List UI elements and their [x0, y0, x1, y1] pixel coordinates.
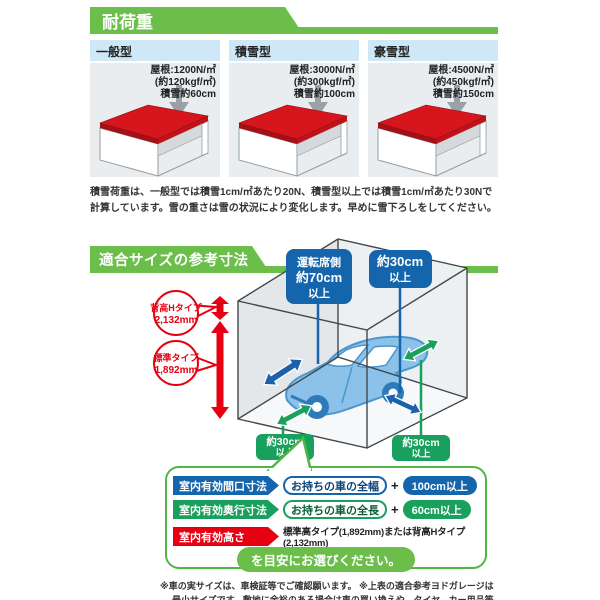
- size-section-title: 適合サイズの参考寸法: [90, 246, 270, 273]
- roof: [377, 104, 487, 140]
- table-row-depth: 室内有効奥行寸法 お持ちの車の全長 + 60cm以上: [173, 500, 479, 519]
- car-width-pill: お持ちの車の全幅: [283, 476, 387, 495]
- width-margin-pill: 100cm以上: [402, 476, 477, 495]
- svg-text:約30cm: 約30cm: [377, 254, 423, 269]
- car-illustration: [285, 335, 429, 419]
- tall-height-bubble: 背高Hタイプ 2,132mm: [150, 290, 220, 336]
- selection-guide-bubble: 室内有効間口寸法 お持ちの車の全幅 + 100cm以上 室内有効奥行寸法 お持ち…: [165, 436, 487, 572]
- column-header: 一般型: [90, 40, 220, 61]
- svg-text:約30cm: 約30cm: [402, 436, 439, 449]
- bottom-right-badge: 約30cm 以上: [392, 435, 450, 461]
- down-arrow-icon: [308, 85, 328, 117]
- standard-height-bubble: 標準タイプ 1,892mm: [153, 340, 220, 386]
- size-section: 適合サイズの参考寸法: [90, 223, 498, 466]
- garage-diagram: 運転席側 約70cm 以上 約30cm 以上 約30cm 以上 約3: [150, 238, 468, 461]
- svg-text:標準タイプ: 標準タイプ: [153, 352, 199, 363]
- load-section-banner: 耐荷重: [90, 7, 498, 34]
- depth-arrow-icon: [402, 338, 440, 362]
- load-type-column-heavy-snow: 豪雪型 屋根:4500N: [368, 40, 498, 177]
- column-panel: 屋根:4500N/㎡(約450kgf/㎡)積雪約150cm: [368, 63, 498, 177]
- column-panel: 屋根:1200N/㎡(約120kgf/㎡)積雪約60cm: [90, 63, 220, 177]
- plus-sign: +: [391, 502, 399, 517]
- row-label: 室内有効高さ: [173, 527, 279, 546]
- roof: [238, 104, 348, 140]
- tall-height-arrow-icon: [211, 296, 229, 320]
- snow-load-note: 積雪荷重は、一般型では積雪1cm/㎡あたり20N、積雪型以上では積雪1cm/㎡あ…: [90, 187, 497, 214]
- row-label: 室内有効間口寸法: [173, 476, 279, 495]
- shed-illustration: [377, 85, 487, 177]
- row-label: 室内有効奥行寸法: [173, 500, 279, 519]
- svg-text:1,892mm: 1,892mm: [155, 365, 198, 376]
- table-row-width: 室内有効間口寸法 お持ちの車の全幅 + 100cm以上: [173, 476, 479, 495]
- svg-text:以上: 以上: [411, 448, 431, 460]
- depth-arrow-icon: [275, 403, 313, 427]
- svg-text:以上: 以上: [308, 286, 330, 300]
- svg-text:運転席側: 運転席側: [297, 255, 341, 269]
- load-spec: 屋根:4500N/㎡(約450kgf/㎡)積雪約150cm: [428, 65, 494, 100]
- shed-illustration: [238, 85, 348, 177]
- roof: [99, 104, 209, 140]
- banner-strip: [290, 27, 498, 34]
- top-right-badge: 約30cm 以上: [369, 250, 432, 288]
- shed-illustration: [99, 85, 209, 177]
- content-area: 耐荷重 一般型: [90, 0, 498, 600]
- svg-text:2,132mm: 2,132mm: [155, 315, 198, 326]
- down-arrow-icon: [447, 85, 467, 117]
- plus-sign: +: [391, 478, 399, 493]
- height-options-text: 標準高タイプ(1,892mm)または背高Hタイプ(2,132mm): [283, 527, 466, 549]
- load-type-columns: 一般型 屋根:1200N: [90, 40, 498, 177]
- svg-text:背高Hタイプ: 背高Hタイプ: [150, 302, 202, 313]
- width-arrow-icon: [383, 392, 423, 416]
- width-arrow-icon: [262, 358, 304, 386]
- svg-text:約70cm: 約70cm: [296, 270, 342, 285]
- car-length-pill: お持ちの車の全長: [283, 500, 387, 519]
- column-header: 積雪型: [229, 40, 359, 61]
- roof-edge: [100, 123, 158, 144]
- bubble-pointer: [266, 436, 313, 471]
- footnote: ※車の実サイズは、車検証等でご確認願います。 ※上表の適合参考ヨドガレージは最小…: [160, 581, 494, 600]
- depth-margin-pill: 60cm以上: [402, 500, 471, 519]
- driver-side-badge: 運転席側 約70cm 以上: [286, 249, 352, 304]
- standard-height-arrow-icon: [211, 321, 229, 419]
- column-panel: 屋根:3000N/㎡(約300kgf/㎡)積雪約100cm: [229, 63, 359, 177]
- load-type-column-snow: 積雪型 屋根:3000N: [229, 40, 359, 177]
- table-row-height: 室内有効高さ 標準高タイプ(1,892mm)または背高Hタイプ(2,132mm): [173, 524, 479, 549]
- guide-footer-pill: を目安にお選びください。: [236, 547, 416, 572]
- load-spec: 屋根:3000N/㎡(約300kgf/㎡)積雪約100cm: [289, 65, 355, 100]
- down-arrow-icon: [169, 85, 189, 117]
- load-section-title: 耐荷重: [90, 7, 303, 34]
- column-header: 豪雪型: [368, 40, 498, 61]
- load-spec: 屋根:1200N/㎡(約120kgf/㎡)積雪約60cm: [150, 65, 216, 100]
- svg-text:以上: 以上: [389, 270, 411, 284]
- load-type-column-general: 一般型 屋根:1200N: [90, 40, 220, 177]
